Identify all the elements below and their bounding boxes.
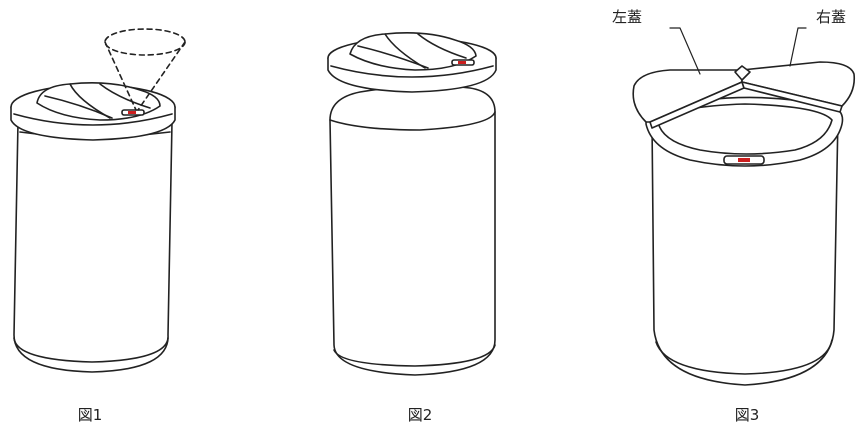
- figure-3-caption: 図3: [734, 406, 760, 424]
- figure-2-drawing: [327, 32, 497, 376]
- figure-1-drawing: [10, 28, 186, 373]
- right-lid-callout: 右蓋: [816, 8, 847, 26]
- figure-1-caption: 図1: [77, 406, 103, 424]
- figure-3-drawing: [632, 27, 856, 386]
- figure-2-caption: 図2: [407, 406, 433, 424]
- left-lid-callout: 左蓋: [612, 8, 643, 26]
